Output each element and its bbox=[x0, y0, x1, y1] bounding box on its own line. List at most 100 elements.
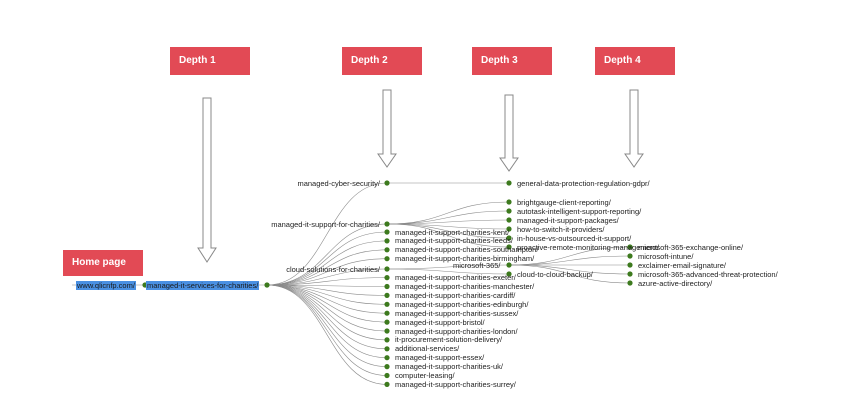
hub-node-2[interactable] bbox=[384, 266, 390, 272]
hub-cloud-label[interactable]: cloud-solutions-for-charities/ bbox=[286, 265, 380, 274]
leaf-label-6[interactable]: managed-it-support-charities-cardiff/ bbox=[395, 290, 516, 300]
leaf-node-1[interactable] bbox=[384, 238, 390, 244]
edge-support-2 bbox=[386, 219, 510, 225]
leaf-node-8[interactable] bbox=[384, 310, 390, 316]
leaf-label-9[interactable]: managed-it-support-bristol/ bbox=[395, 317, 485, 327]
leaf-node-12[interactable] bbox=[384, 346, 390, 352]
cloud-node-1[interactable] bbox=[506, 271, 512, 277]
d4-label-0[interactable]: microsoft-365-exchange-online/ bbox=[638, 242, 744, 252]
edge-leaf-3 bbox=[266, 258, 388, 286]
hub-cyber-label[interactable]: managed-cyber-security/ bbox=[297, 179, 380, 188]
support-node-3[interactable] bbox=[506, 226, 512, 232]
d4-label-2[interactable]: exclaimer-email-signature/ bbox=[638, 260, 726, 270]
gdpr-label[interactable]: general-data-protection-regulation-gdpr/ bbox=[517, 178, 650, 188]
leaf-label-16[interactable]: managed-it-support-charities-surrey/ bbox=[395, 379, 516, 389]
leaf-node-0[interactable] bbox=[384, 229, 390, 235]
leaf-label-8[interactable]: managed-it-support-charities-sussex/ bbox=[395, 308, 519, 318]
d4-node-4[interactable] bbox=[627, 280, 633, 286]
d4-label-4[interactable]: azure-active-directory/ bbox=[638, 278, 713, 288]
edge-leaf-15 bbox=[266, 284, 388, 376]
edge-leaf-8 bbox=[266, 284, 388, 314]
d4-node-3[interactable] bbox=[627, 271, 633, 277]
hub-support-label[interactable]: managed-it-support-for-charities/ bbox=[271, 220, 380, 229]
d4-label-3[interactable]: microsoft-365-advanced-threat-protection… bbox=[638, 269, 778, 279]
leaf-node-9[interactable] bbox=[384, 319, 390, 325]
edge-leaf-2 bbox=[266, 249, 388, 286]
depth-2-label: Depth 2 bbox=[342, 47, 422, 75]
leaf-label-11[interactable]: it-procurement-solution-delivery/ bbox=[395, 335, 503, 345]
edge-leaf-4 bbox=[266, 277, 388, 286]
gdpr-node[interactable] bbox=[506, 180, 512, 186]
leaf-label-15[interactable]: computer-leasing/ bbox=[395, 371, 455, 380]
support-node-4[interactable] bbox=[506, 235, 512, 241]
edge-support-5 bbox=[386, 223, 510, 248]
edge-leaf-1 bbox=[266, 240, 388, 286]
cloud-node-0[interactable] bbox=[506, 262, 512, 268]
edge-level1-hub-0 bbox=[266, 182, 388, 286]
support-node-5[interactable] bbox=[506, 244, 512, 250]
leaf-node-2[interactable] bbox=[384, 247, 390, 253]
leaf-label-3[interactable]: managed-it-support-charities-birmingham/ bbox=[395, 254, 535, 264]
leaf-label-7[interactable]: managed-it-support-charities-edinburgh/ bbox=[395, 299, 529, 309]
support-label-0[interactable]: brightgauge-client-reporting/ bbox=[517, 197, 611, 207]
support-node-2[interactable] bbox=[506, 217, 512, 223]
support-label-1[interactable]: autotask-intelligent-support-reporting/ bbox=[517, 206, 642, 216]
depth-2-arrow bbox=[377, 89, 397, 168]
leaf-label-4[interactable]: managed-it-support-charities-exeter/ bbox=[395, 273, 516, 283]
leaf-label-5[interactable]: managed-it-support-charities-manchester/ bbox=[395, 282, 535, 291]
edge-level1-hub-1 bbox=[266, 223, 388, 286]
depth-1-label: Depth 1 bbox=[170, 47, 250, 75]
support-label-4[interactable]: in-house-vs-outsourced-it-support/ bbox=[517, 233, 632, 243]
support-node-1[interactable] bbox=[506, 208, 512, 214]
leaf-node-16[interactable] bbox=[384, 381, 390, 387]
leaf-label-12[interactable]: additional-services/ bbox=[395, 344, 460, 354]
support-node-0[interactable] bbox=[506, 199, 512, 205]
leaf-node-11[interactable] bbox=[384, 337, 390, 343]
edge-leaf-14 bbox=[266, 284, 388, 367]
cloud-label-0[interactable]: microsoft-365/ bbox=[453, 260, 501, 270]
leaf-node-4[interactable] bbox=[384, 275, 390, 281]
leaf-label-1[interactable]: managed-it-support-charities-leeds/ bbox=[395, 236, 513, 246]
cloud-label-1[interactable]: cloud-to-cloud-backup/ bbox=[517, 269, 593, 279]
edge-leaf-0 bbox=[266, 231, 388, 286]
hub-node-1[interactable] bbox=[384, 221, 390, 227]
support-label-5[interactable]: proactive-remote-monitoring-management/ bbox=[517, 242, 660, 252]
depth-4-label: Depth 4 bbox=[595, 47, 675, 75]
edge-leaf-16 bbox=[266, 284, 388, 385]
depth-4-arrow bbox=[624, 89, 644, 168]
leaf-node-5[interactable] bbox=[384, 283, 390, 290]
edge-d4-1 bbox=[508, 255, 631, 266]
edge-cloud-0 bbox=[386, 264, 510, 270]
home-page-label: Home page bbox=[63, 250, 143, 276]
depth-3-arrow bbox=[499, 94, 519, 172]
leaf-label-0[interactable]: managed-it-support-charities-kent/ bbox=[395, 227, 510, 237]
edge-d4-4 bbox=[508, 264, 631, 284]
leaf-node-14[interactable] bbox=[384, 364, 390, 370]
leaf-node-3[interactable] bbox=[384, 256, 390, 262]
edge-support-1 bbox=[386, 210, 510, 225]
support-label-2[interactable]: managed-it-support-packages/ bbox=[517, 215, 619, 225]
leaf-node-7[interactable] bbox=[384, 301, 390, 307]
leaf-label-14[interactable]: managed-it-support-charities-uk/ bbox=[395, 362, 503, 372]
edge-support-0 bbox=[386, 201, 510, 225]
leaf-label-10[interactable]: managed-it-support-charities-london/ bbox=[395, 326, 518, 336]
level1-node-label[interactable]: managed-it-services-for-charities/ bbox=[146, 281, 260, 290]
leaf-node-6[interactable] bbox=[384, 292, 390, 298]
support-label-3[interactable]: how-to-switch-it-providers/ bbox=[517, 224, 605, 234]
leaf-label-2[interactable]: managed-it-support-charities-southampton… bbox=[395, 245, 539, 255]
d4-node-0[interactable] bbox=[627, 244, 633, 250]
level1-node[interactable] bbox=[264, 282, 270, 288]
leaf-node-10[interactable] bbox=[384, 328, 390, 334]
edge-cloud-1 bbox=[386, 268, 510, 275]
leaf-node-13[interactable] bbox=[384, 355, 390, 361]
leaf-node-15[interactable] bbox=[384, 372, 390, 379]
depth-1-arrow bbox=[197, 97, 217, 263]
leaf-label-13[interactable]: managed-it-support-essex/ bbox=[395, 353, 485, 363]
depth-3-label: Depth 3 bbox=[472, 47, 552, 75]
root-node-label[interactable]: www.qlicnfp.com/ bbox=[76, 281, 136, 290]
d4-node-1[interactable] bbox=[627, 253, 633, 259]
d4-node-2[interactable] bbox=[627, 262, 633, 268]
edge-leaf-10 bbox=[266, 284, 388, 332]
hub-node-0[interactable] bbox=[384, 180, 390, 186]
d4-label-1[interactable]: microsoft-intune/ bbox=[638, 251, 694, 261]
